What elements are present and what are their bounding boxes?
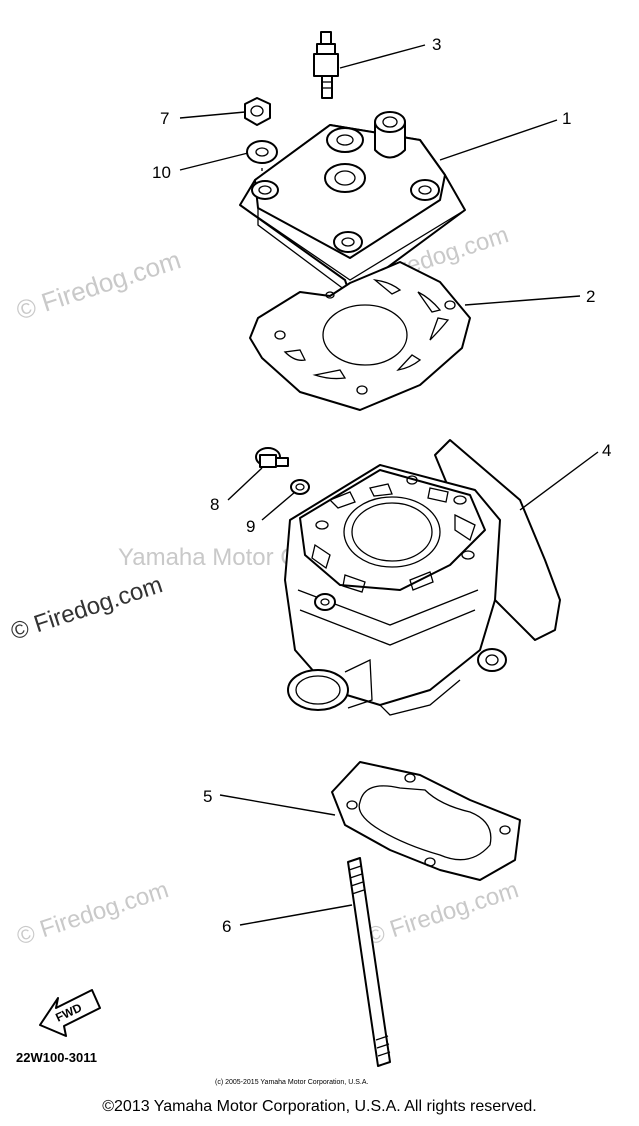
callout-1: 1 xyxy=(562,109,571,128)
callout-2: 2 xyxy=(586,287,595,306)
copyright-notice: ©2013 Yamaha Motor Corporation, U.S.A. A… xyxy=(102,1098,537,1115)
small-copyright: (c) 2005-2015 Yamaha Motor Corporation, … xyxy=(215,1079,368,1086)
head-gasket xyxy=(249,261,471,411)
bolt xyxy=(255,447,289,468)
spark-plug xyxy=(313,31,339,99)
watermark-firedog-3: © Firedog.com xyxy=(14,876,172,950)
callout-5: 5 xyxy=(203,787,212,806)
stud-bolt xyxy=(347,857,391,1067)
callout-9: 9 xyxy=(246,517,255,536)
base-gasket xyxy=(331,761,521,881)
fwd-arrow: FWD xyxy=(39,989,101,1037)
leader-lines xyxy=(179,44,599,926)
washer-9 xyxy=(290,479,310,495)
callout-numbers: 3 7 10 1 2 4 8 9 5 6 xyxy=(152,35,611,936)
cylinder xyxy=(284,439,561,716)
callout-10: 10 xyxy=(152,163,171,182)
callout-6: 6 xyxy=(222,917,231,936)
watermark-firedog-main: © Firedog.com xyxy=(8,571,166,645)
watermark-firedog-4: © Firedog.com xyxy=(364,876,522,950)
callout-3: 3 xyxy=(432,35,441,54)
cylinder-head xyxy=(239,111,466,296)
diagram-number: 22W100-3011 xyxy=(16,1050,97,1065)
nut xyxy=(244,97,271,126)
callout-4: 4 xyxy=(602,441,611,460)
callout-7: 7 xyxy=(160,109,169,128)
callout-8: 8 xyxy=(210,495,219,514)
watermark-firedog-1: © Firedog.com xyxy=(13,244,185,325)
